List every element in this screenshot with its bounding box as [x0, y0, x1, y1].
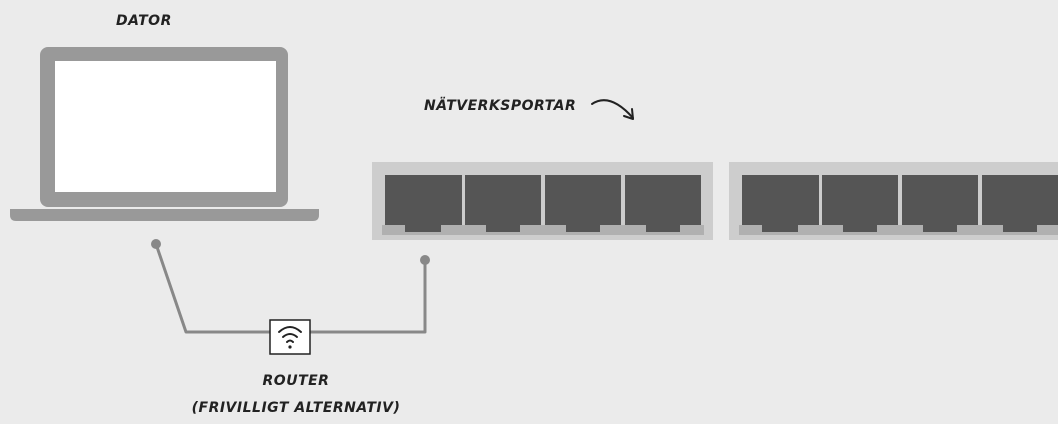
port-7	[902, 175, 978, 232]
port-3	[545, 175, 621, 232]
port-5	[742, 175, 819, 232]
laptop-base	[10, 209, 319, 221]
switch-1-strip	[382, 225, 704, 235]
wifi-icon	[278, 326, 302, 349]
cable-line	[154, 243, 427, 334]
port-2	[465, 175, 541, 232]
network-ports-label: NÄTVERKSPORTAR	[424, 98, 577, 114]
laptop	[10, 47, 319, 221]
router-label: ROUTER	[262, 373, 330, 389]
laptop-screen	[55, 61, 276, 192]
router	[269, 319, 311, 355]
switch-2	[729, 162, 1058, 240]
port-4	[625, 175, 701, 232]
cable-endpoint-switch	[420, 255, 430, 265]
curved-arrow-icon	[591, 99, 634, 120]
ethernet-cable	[151, 239, 430, 334]
router-note-label: (FRIVILLIGT ALTERNATIV)	[191, 400, 401, 416]
router-box	[269, 319, 311, 355]
switch-1	[372, 162, 713, 240]
computer-label: DATOR	[116, 13, 172, 29]
port-1	[385, 175, 462, 232]
switch-2-strip	[739, 225, 1058, 235]
cable-endpoint-laptop	[151, 239, 161, 249]
port-8	[982, 175, 1058, 232]
port-6	[822, 175, 898, 232]
